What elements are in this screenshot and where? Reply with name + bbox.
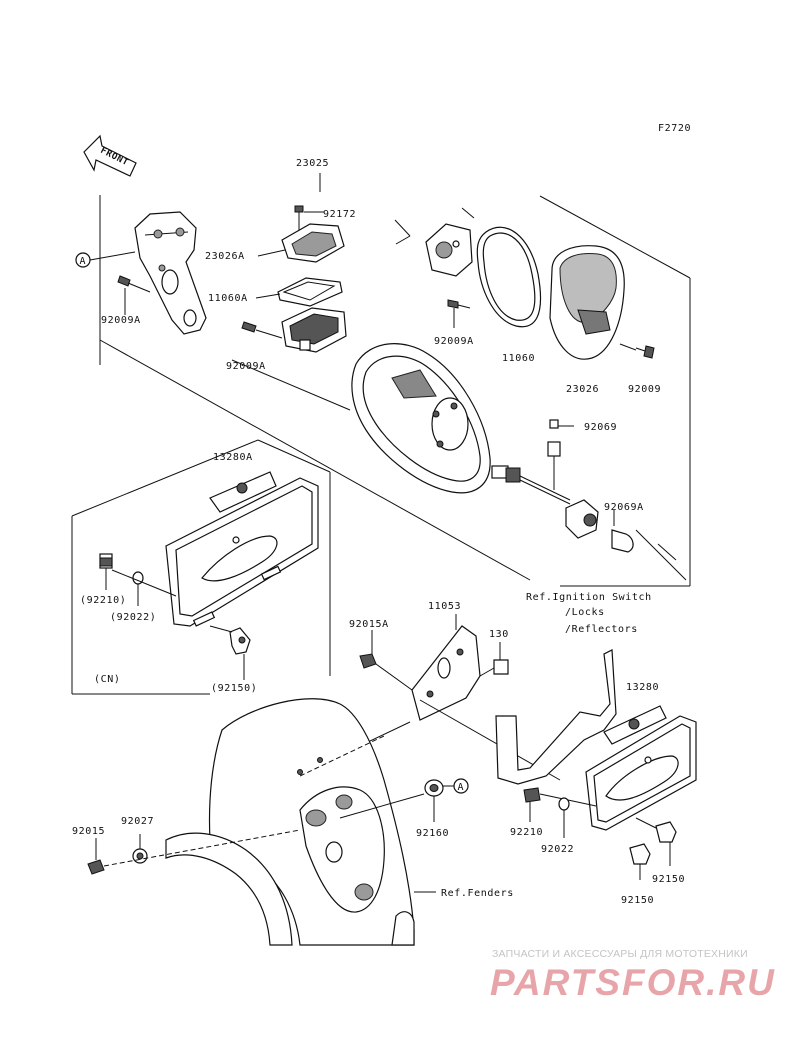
watermark-tagline: ЗАПЧАСТИ И АКСЕССУАРЫ ДЛЯ МОТОТЕХНИКИ xyxy=(492,948,748,960)
label-92069A: 92069A xyxy=(604,502,644,513)
label-92160: 92160 xyxy=(416,828,449,839)
ref-ignition-switch: Ref.Ignition Switch xyxy=(526,592,652,603)
label-92022: 92022 xyxy=(541,844,574,855)
bolt-icon xyxy=(629,817,677,880)
label-92210-cn: (92210) xyxy=(80,595,126,606)
label-23026: 23026 xyxy=(566,384,599,395)
tail-light-gasket xyxy=(476,226,542,328)
label-cn: (CN) xyxy=(94,674,120,685)
mounting-bracket xyxy=(134,211,207,335)
label-92027: 92027 xyxy=(121,816,154,827)
label-23026A: 23026A xyxy=(205,251,245,262)
label-130: 130 xyxy=(489,629,509,640)
callout-a-left: A xyxy=(75,251,136,268)
tail-light-lens xyxy=(549,245,625,360)
bolt-icon xyxy=(479,642,509,677)
nut-icon xyxy=(359,630,413,691)
license-plate-bracket-cn xyxy=(165,471,319,627)
part-labels: F2720 23025 92172 23026A 11060A 92009A 9… xyxy=(72,123,691,906)
label-92150-cn: (92150) xyxy=(211,683,257,694)
bulb-icon xyxy=(611,510,687,581)
label-92009A-left: 92009A xyxy=(101,315,141,326)
label-92015: 92015 xyxy=(72,826,105,837)
gasket xyxy=(255,277,343,307)
washer-icon xyxy=(558,797,570,838)
bulb-socket xyxy=(547,419,599,539)
watermark-logo: PARTSFOR.RU xyxy=(490,962,776,1003)
label-11060A: 11060A xyxy=(208,293,248,304)
ref-fenders: Ref.Fenders xyxy=(441,888,514,899)
bulb-socket-plate xyxy=(425,223,473,277)
ref-locks: /Locks xyxy=(565,607,605,618)
nut-icon xyxy=(87,838,105,875)
lens-cover xyxy=(257,223,345,263)
screw-icon xyxy=(241,321,283,339)
ref-reflectors: /Reflectors xyxy=(565,624,638,635)
cn-section-border xyxy=(71,439,331,695)
screw-icon xyxy=(619,343,655,359)
fender xyxy=(165,698,415,946)
label-92150-upper: 92150 xyxy=(652,874,685,885)
bolt-icon xyxy=(209,625,251,680)
leader-line xyxy=(99,339,531,581)
svg-text:A: A xyxy=(458,782,465,793)
washer-icon xyxy=(103,829,301,867)
figure-code: F2720 xyxy=(658,123,691,134)
label-92015A: 92015A xyxy=(349,619,389,630)
callout-a-right: A xyxy=(453,778,469,794)
license-plate-bracket xyxy=(495,649,697,831)
label-13280: 13280 xyxy=(626,682,659,693)
label-92069: 92069 xyxy=(584,422,617,433)
lamp-housing xyxy=(281,307,347,353)
screw-icon xyxy=(447,299,471,328)
wiring-harness xyxy=(491,465,571,505)
svg-text:A: A xyxy=(80,256,87,267)
label-92172: 92172 xyxy=(323,209,356,220)
label-92009A-center: 92009A xyxy=(226,361,266,372)
label-92022-cn: (92022) xyxy=(110,612,156,623)
grommet-icon xyxy=(339,779,454,822)
license-bracket xyxy=(411,614,481,721)
label-92210: 92210 xyxy=(510,827,543,838)
label-92009: 92009 xyxy=(628,384,661,395)
label-13280A: 13280A xyxy=(213,452,253,463)
label-92009A-right: 92009A xyxy=(434,336,474,347)
label-11060: 11060 xyxy=(502,353,535,364)
screw-icon xyxy=(117,275,151,315)
label-11053: 11053 xyxy=(428,601,461,612)
tail-light-base xyxy=(351,343,491,494)
label-23025: 23025 xyxy=(296,158,329,169)
washer-icon xyxy=(111,569,177,606)
label-92150-lower: 92150 xyxy=(621,895,654,906)
front-arrow-icon: FRONT xyxy=(83,134,137,177)
nut-icon xyxy=(99,553,113,590)
